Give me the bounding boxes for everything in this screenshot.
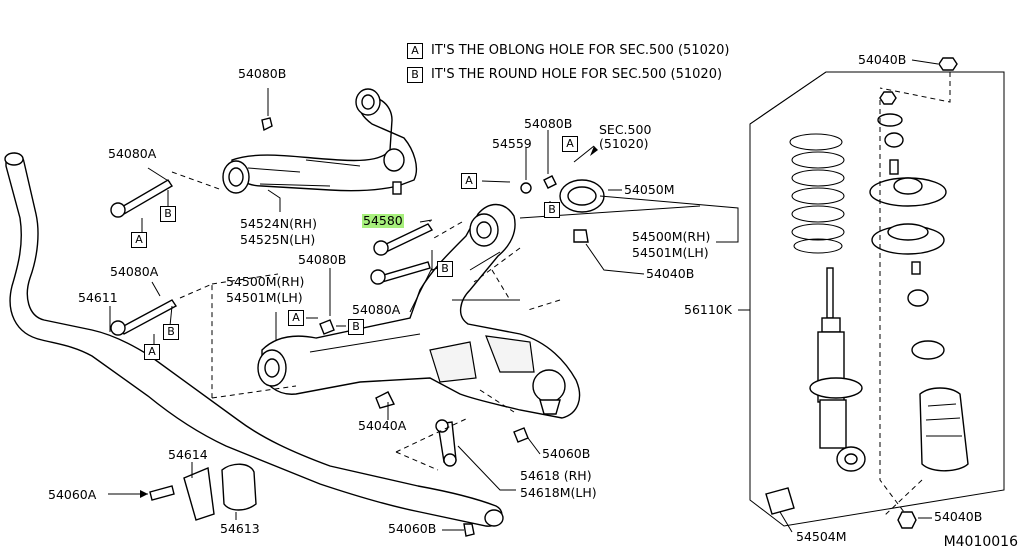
label-54060B-mid[interactable]: 54060B (542, 446, 591, 461)
ref-box-b: B (348, 319, 364, 335)
ref-box-b: B (437, 261, 453, 277)
ref-box-b: B (160, 206, 176, 222)
label-54559[interactable]: 54559 (492, 136, 532, 151)
stabilizer-bar (4, 152, 504, 527)
label-54080B-top[interactable]: 54080B (238, 66, 287, 81)
strut-lower-bushing (765, 487, 795, 515)
label-54500M-left[interactable]: 54500M(RH) (226, 274, 305, 289)
label-56110K[interactable]: 56110K (684, 302, 732, 317)
note-a-text: IT'S THE OBLONG HOLE FOR SEC.500 (51020) (431, 43, 730, 58)
ref-box-b: B (544, 202, 560, 218)
stabilizer-link (435, 419, 457, 467)
label-54060A[interactable]: 54060A (48, 487, 97, 502)
ref-box-b: B (163, 324, 179, 340)
label-54080B-low[interactable]: 54080B (298, 252, 347, 267)
sec-ref-line2[interactable]: (51020) (599, 136, 649, 151)
label-54040A[interactable]: 54040A (358, 418, 407, 433)
bolts-and-nuts (110, 117, 917, 537)
label-54080A-left[interactable]: 54080A (108, 146, 157, 161)
leader-lines (108, 59, 1005, 533)
shock-absorber (809, 267, 866, 472)
ref-box-a: A (131, 232, 147, 248)
label-54040B-right[interactable]: 54040B (646, 266, 695, 281)
label-54580-highlighted[interactable]: 54580 (362, 213, 404, 228)
ref-box-a: A (562, 136, 578, 152)
ref-key-b: B (407, 67, 423, 83)
label-54618-rh[interactable]: 54618 (RH) (520, 468, 592, 483)
label-54040B-top[interactable]: 54040B (858, 52, 907, 67)
strut-mount-stack (869, 57, 969, 472)
sec-ref-line1[interactable]: SEC.500 (599, 122, 652, 137)
ref-box-a: A (461, 173, 477, 189)
note-round-hole: B IT'S THE ROUND HOLE FOR SEC.500 (51020) (407, 67, 722, 83)
note-b-text: IT'S THE ROUND HOLE FOR SEC.500 (51020) (431, 67, 723, 82)
label-54613[interactable]: 54613 (220, 521, 260, 536)
spring (789, 133, 845, 254)
label-54618M-lh[interactable]: 54618M(LH) (520, 485, 597, 500)
label-54060B-low[interactable]: 54060B (388, 521, 437, 536)
label-54500M-right[interactable]: 54500M(RH) (632, 229, 711, 244)
upper-link (222, 88, 418, 195)
note-oblong-hole: A IT'S THE OBLONG HOLE FOR SEC.500 (51020… (407, 43, 729, 59)
label-54080A-low[interactable]: 54080A (352, 302, 401, 317)
diagram-id: M4010016 (943, 534, 1018, 550)
label-54524N[interactable]: 54524N(RH) (240, 216, 317, 231)
label-54501M-right[interactable]: 54501M(LH) (632, 245, 709, 260)
ref-box-a: A (288, 310, 304, 326)
label-54504M[interactable]: 54504M (796, 529, 847, 544)
label-54525N[interactable]: 54525N(LH) (240, 232, 316, 247)
ref-key-a: A (407, 43, 423, 59)
label-54080B-mid[interactable]: 54080B (524, 116, 573, 131)
label-54040B-bottom[interactable]: 54040B (934, 509, 983, 524)
label-54080A-mid[interactable]: 54080A (110, 264, 159, 279)
stabilizer-bushing-and-clamp (183, 463, 257, 521)
label-54050M[interactable]: 54050M (624, 182, 675, 197)
label-54614[interactable]: 54614 (168, 447, 208, 462)
label-54611[interactable]: 54611 (78, 290, 118, 305)
label-54501M-left[interactable]: 54501M(LH) (226, 290, 303, 305)
ref-box-a: A (144, 344, 160, 360)
